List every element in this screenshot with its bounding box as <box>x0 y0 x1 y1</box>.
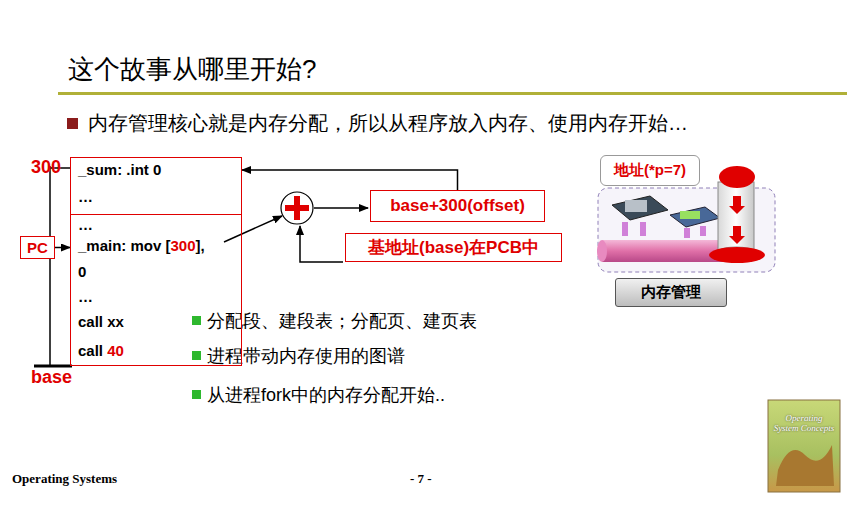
bullet-text: 内存管理核心就是内存分配，所以从程序放入内存、使用内存开始… <box>88 110 688 137</box>
address-box: base+300(offset) <box>370 190 545 222</box>
wire <box>224 216 282 242</box>
code-line: _sum: .int 0 <box>78 161 161 178</box>
base-label: base <box>31 367 72 388</box>
box-text: PC <box>27 239 48 256</box>
bullet-text: 进程带动内存使用的图谱 <box>207 344 405 368</box>
base-box: 基地址(base)在PCB中 <box>345 233 562 262</box>
box-text: base+300(offset) <box>390 196 525 216</box>
code-line: … <box>78 188 93 205</box>
adder-symbol <box>294 196 300 220</box>
code-line: … <box>78 216 93 233</box>
connector-arrow <box>242 170 458 190</box>
slide-title: 这个故事从哪里开始? <box>68 52 316 87</box>
code-line: 0 <box>78 263 86 280</box>
footer-text: Operating Systems <box>12 471 117 487</box>
bullet-text: 分配段、建段表；分配页、建页表 <box>207 309 477 333</box>
address-number: 300 <box>31 157 61 178</box>
code-line: _main: mov [300], <box>78 237 205 254</box>
cylinder <box>718 182 754 252</box>
code-line: call xx <box>78 313 124 330</box>
code-line: … <box>78 288 93 305</box>
bullet <box>192 390 201 399</box>
box-text: 地址(*p=7) <box>614 161 686 180</box>
memory-chip <box>612 196 668 236</box>
box-text: 内存管理 <box>641 283 701 302</box>
box-text: 基地址(base)在PCB中 <box>368 236 539 259</box>
axis <box>49 166 51 366</box>
page-number: - 7 - <box>410 471 432 487</box>
bullet <box>67 118 78 129</box>
address-dot <box>719 166 755 188</box>
address-box: 地址(*p=7) <box>600 155 700 186</box>
pc-register: PC <box>20 236 55 259</box>
memory-segment: _sum: .int 0 … <box>70 157 242 215</box>
wire <box>314 207 368 209</box>
title-rule <box>58 92 847 95</box>
wire <box>300 226 343 262</box>
bullet <box>192 351 201 360</box>
book-title: Operating System Concepts <box>772 414 836 434</box>
memory-segment: … _main: mov [300], 0 … call xx call 40 <box>70 215 242 366</box>
book-cover <box>768 400 840 492</box>
module-box: 内存管理 <box>615 278 727 307</box>
connector-arrow <box>55 247 70 249</box>
arrow-symbol <box>729 226 745 244</box>
adder-symbol <box>281 192 313 224</box>
memory-chip <box>670 207 720 238</box>
book-cover <box>776 445 834 486</box>
bus-end <box>709 247 765 263</box>
code-line: call 40 <box>78 342 124 359</box>
bullet <box>192 316 201 325</box>
bus-pipe <box>597 240 607 262</box>
arrow-symbol <box>729 196 745 214</box>
bullet-text: 从进程fork中的内存分配开始.. <box>207 383 445 407</box>
